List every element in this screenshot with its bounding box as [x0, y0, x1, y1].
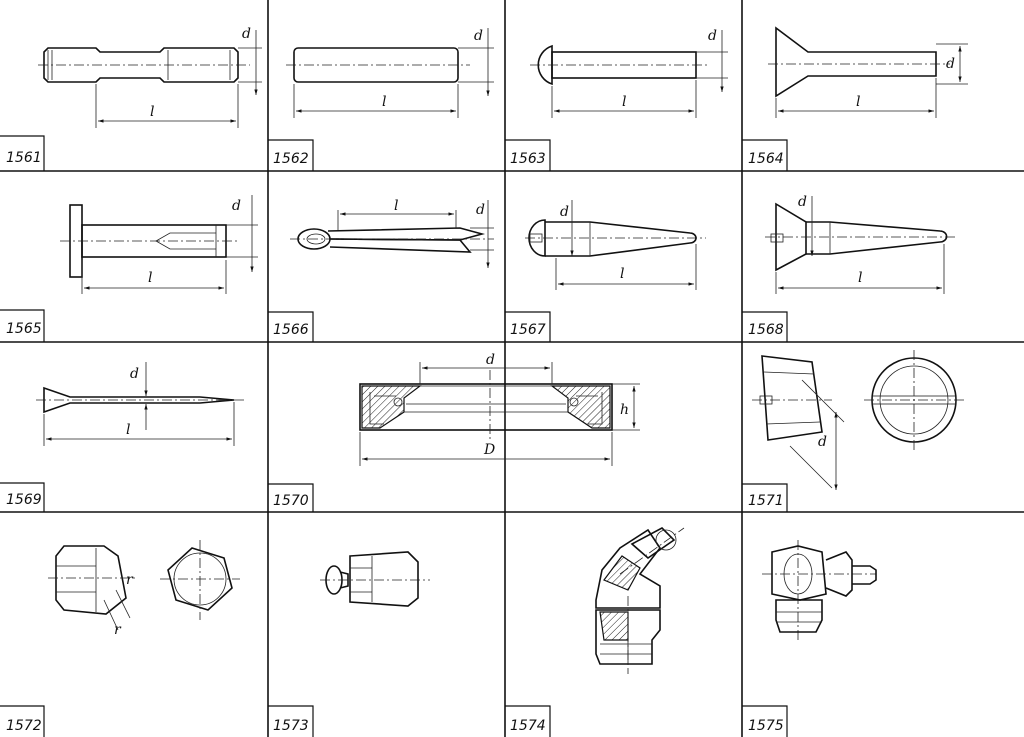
- drawing-1562-cylindrical-pin: d l: [286, 28, 494, 118]
- panel-labels: 1561 1562 1563 1564 1565 1566 1567 1568 …: [0, 135, 788, 737]
- drawing-1561-stepped-pin: d l: [38, 26, 262, 128]
- dim-label-l: l: [382, 94, 386, 110]
- svg-text:1569: 1569: [6, 492, 42, 508]
- panel-label-1573: 1573: [268, 705, 314, 737]
- panel-label-1565: 1565: [0, 309, 45, 342]
- dim-label-l: l: [394, 198, 398, 214]
- panel-label-1572: 1572: [0, 705, 45, 737]
- drawing-1572-cap-nut: r r: [48, 540, 240, 638]
- svg-text:1561: 1561: [6, 150, 42, 166]
- dim-label-d: d: [474, 28, 483, 44]
- svg-text:1568: 1568: [748, 322, 784, 338]
- drawing-1563-round-head-rivet: d l: [530, 28, 728, 118]
- drawing-1566-cotter-pin: l d: [290, 198, 494, 268]
- dim-label-d: d: [486, 352, 495, 368]
- drawing-1568-countersunk-taper-pin: d l: [765, 194, 955, 294]
- dim-label-d: d: [708, 28, 717, 44]
- dim-label-l: l: [858, 270, 862, 286]
- svg-text:1565: 1565: [6, 321, 42, 337]
- svg-text:1571: 1571: [748, 493, 784, 509]
- svg-text:1572: 1572: [6, 718, 42, 734]
- drawing-1569-nail: d l: [36, 362, 244, 446]
- svg-text:1563: 1563: [510, 151, 546, 167]
- svg-text:1573: 1573: [273, 718, 309, 734]
- drawing-1574-angled-grease-fitting: [595, 527, 685, 674]
- svg-text:1562: 1562: [273, 151, 309, 167]
- dim-label-d: d: [242, 26, 251, 42]
- drawing-1565-flat-head-pin: d l: [60, 195, 258, 294]
- drawing-1575-elbow-grease-fitting: [762, 540, 877, 640]
- panel-label-1575: 1575: [742, 705, 788, 737]
- panel-label-1574: 1574: [505, 705, 551, 737]
- svg-text:1570: 1570: [273, 493, 309, 509]
- dim-label-d: d: [232, 198, 241, 214]
- dim-label-r-1: r: [114, 622, 122, 638]
- dim-label-d: d: [818, 434, 827, 450]
- svg-text:1566: 1566: [273, 322, 309, 338]
- panel-label-1566: 1566: [268, 311, 314, 342]
- dim-label-l: l: [150, 104, 154, 120]
- drawing-1570-oil-seal: d h D: [359, 352, 640, 466]
- dim-label-l: l: [856, 94, 860, 110]
- panel-label-1563: 1563: [505, 139, 551, 171]
- panel-label-1570: 1570: [268, 483, 314, 512]
- panel-label-1569: 1569: [0, 482, 45, 512]
- dim-label-d: d: [130, 366, 139, 382]
- drawing-1564-countersunk-rivet: d l: [768, 26, 968, 118]
- dim-label-l: l: [148, 270, 152, 286]
- dim-label-D: D: [483, 442, 495, 458]
- svg-text:1574: 1574: [510, 718, 546, 734]
- panel-label-1567: 1567: [505, 311, 551, 342]
- drawing-1571-slotted-cap: d: [752, 350, 964, 490]
- panel-label-1562: 1562: [268, 139, 314, 171]
- dim-label-h: h: [620, 402, 629, 418]
- panel-label-1561: 1561: [0, 135, 45, 171]
- panel-label-1564: 1564: [742, 139, 788, 171]
- panel-label-1568: 1568: [742, 311, 788, 342]
- drawing-1567-slotted-taper-pin: d l: [525, 200, 706, 290]
- dim-label-l: l: [126, 422, 130, 438]
- dim-label-d: d: [946, 56, 955, 72]
- svg-text:1564: 1564: [748, 151, 784, 167]
- svg-text:1575: 1575: [748, 718, 784, 734]
- drawing-1573-grease-nipple: [320, 551, 430, 607]
- dim-label-l: l: [622, 94, 626, 110]
- dim-label-l: l: [620, 266, 624, 282]
- dim-label-d: d: [798, 194, 807, 210]
- dim-label-r-2: r: [126, 572, 134, 588]
- panel-label-1571: 1571: [742, 483, 788, 512]
- svg-text:1567: 1567: [510, 322, 546, 338]
- dim-label-d: d: [560, 204, 569, 220]
- dim-label-d: d: [476, 202, 485, 218]
